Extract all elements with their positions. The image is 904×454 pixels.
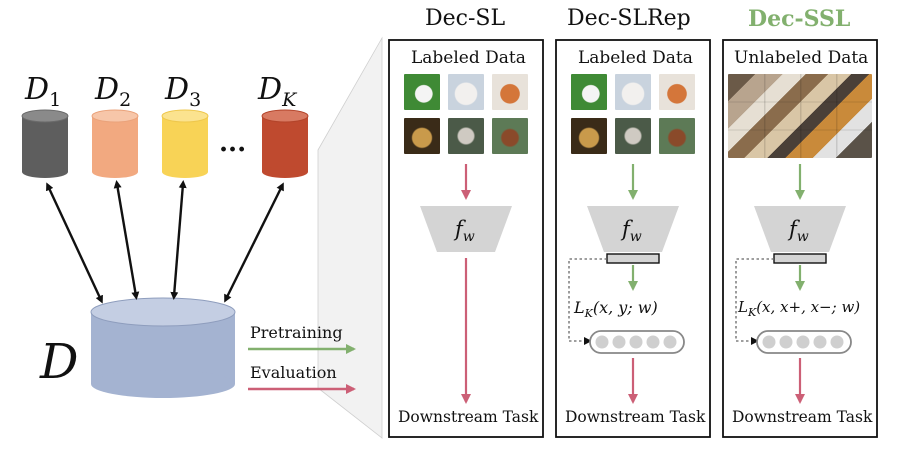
link-arrow-2 (113, 180, 140, 300)
title-dec-slrep: Dec-SLRep (567, 6, 691, 31)
model-label-1: fw (455, 217, 475, 246)
data-label-1: Labeled Data (411, 48, 526, 68)
title-dec-sl: Dec-SL (425, 6, 506, 31)
dataset-label-1: D1 (25, 72, 62, 111)
title-dec-ssl: Dec-SSL (748, 6, 851, 32)
loss-label-2: LK(x, y; w) (574, 298, 658, 321)
head-neurons-2 (595, 335, 677, 349)
fox-image (492, 74, 528, 110)
dataset-cylinder-3 (161, 109, 209, 178)
data-label-2: Labeled Data (578, 48, 693, 68)
lion-image (571, 118, 607, 154)
model-trapezoid-2 (587, 206, 679, 252)
model-label-2: fw (622, 217, 642, 246)
data-label-3: Unlabeled Data (734, 48, 869, 68)
feature-bar-2 (606, 253, 660, 264)
downstream-task-3: Downstream Task (732, 408, 873, 426)
link-arrow-1 (46, 182, 103, 304)
unlabeled-images-collage (728, 74, 872, 158)
evaluation-label: Evaluation (250, 363, 337, 382)
central-dataset-label: D (40, 334, 79, 390)
downstream-task-1: Downstream Task (398, 408, 539, 426)
loss-label-3: LK(x, x+, x−; w) (738, 298, 861, 319)
dataset-cylinder-k (261, 109, 309, 178)
dog-image (448, 74, 484, 110)
ellipsis: ... (219, 128, 247, 158)
dataset-cylinder-2 (91, 109, 139, 178)
rabbit-image (571, 74, 607, 110)
dataset-label-2: D2 (95, 72, 132, 111)
dataset-label-k: DK (258, 72, 297, 111)
fox-image (659, 74, 695, 110)
model-trapezoid-1 (420, 206, 512, 252)
rabbit-image (404, 74, 440, 110)
dog-image (615, 74, 651, 110)
horse-image (492, 118, 528, 154)
central-dataset-cylinder (90, 297, 236, 398)
husky-image (448, 118, 484, 154)
link-arrow-3 (170, 180, 187, 300)
dataset-label-3: D3 (165, 72, 202, 111)
feature-bar-3 (773, 253, 827, 264)
model-trapezoid-3 (754, 206, 846, 252)
pretraining-label: Pretraining (250, 323, 343, 342)
husky-image (615, 118, 651, 154)
downstream-task-2: Downstream Task (565, 408, 706, 426)
lion-image (404, 118, 440, 154)
zoom-trapezoid (317, 36, 383, 439)
dataset-cylinder-1 (21, 109, 69, 178)
head-neurons-3 (762, 335, 844, 349)
model-label-3: fw (789, 217, 809, 246)
link-arrow-k (224, 182, 284, 303)
horse-image (659, 118, 695, 154)
